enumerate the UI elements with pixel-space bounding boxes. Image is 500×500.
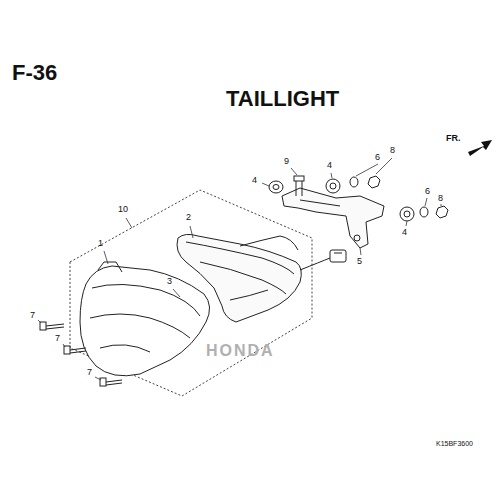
callout-number: 7 [55, 334, 60, 343]
callout-number: 10 [118, 205, 128, 214]
lens [80, 262, 210, 376]
drawing-code: K15BF3600 [436, 440, 473, 447]
callout-number: 8 [390, 146, 395, 155]
callout-number: 6 [375, 153, 380, 162]
callout-number: 2 [186, 213, 191, 222]
callout-number: 4 [252, 176, 257, 185]
callout-number: 4 [402, 228, 407, 237]
grommet [269, 179, 414, 221]
callout-number: 7 [87, 368, 92, 377]
callout-number: 3 [167, 277, 172, 286]
screw [40, 322, 122, 386]
assembly-outline [70, 190, 312, 396]
leader-lines [38, 158, 441, 380]
front-arrow [468, 140, 492, 156]
callout-number: 8 [438, 194, 443, 203]
watermark: HONDA [206, 343, 275, 359]
callout-number: 9 [284, 157, 289, 166]
washer-nut [350, 176, 448, 218]
callout-number: 5 [357, 257, 362, 266]
front-marker: FR. [446, 134, 461, 143]
callout-number: 4 [327, 161, 332, 170]
section-code: F-36 [12, 62, 57, 84]
callout-number: 1 [98, 239, 103, 248]
bracket [282, 188, 384, 248]
bolt [294, 176, 304, 196]
callout-number: 7 [30, 311, 35, 320]
callout-number: 6 [425, 187, 430, 196]
diagram-title: TAILLIGHT [226, 88, 339, 110]
